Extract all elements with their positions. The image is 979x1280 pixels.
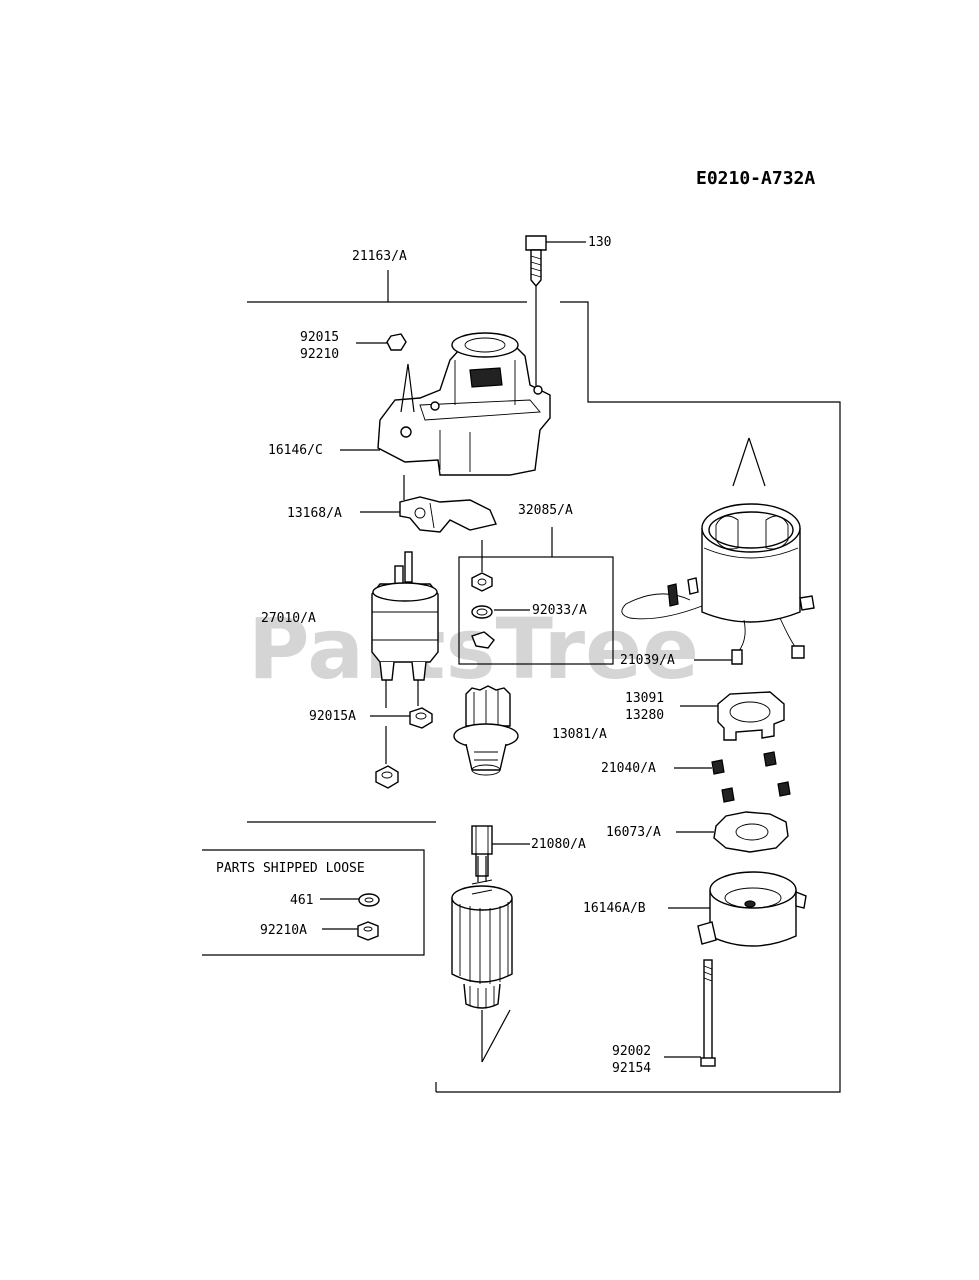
kit-parts-32085 (471, 540, 530, 649)
yoke-21039 (621, 437, 815, 665)
label-92154: 92154 (612, 1061, 651, 1076)
label-13168a: 13168/A (287, 506, 342, 521)
label-92210a: 92210A (260, 923, 307, 938)
lever-13168 (360, 475, 497, 533)
label-16146c: 16146/C (268, 443, 323, 458)
parts-shipped-loose-box: PARTS SHIPPED LOOSE (202, 849, 425, 956)
kit-box-32085 (458, 527, 614, 665)
frame-lines (247, 270, 841, 1093)
parts-box-title: PARTS SHIPPED LOOSE (216, 861, 365, 876)
label-92002: 92002 (612, 1044, 651, 1059)
through-bolt-92002 (664, 959, 716, 1067)
label-130: 130 (588, 235, 611, 250)
label-32085a: 32085/A (518, 503, 573, 518)
plate-16073 (676, 811, 789, 853)
label-13081a: 13081/A (552, 727, 607, 742)
solenoid-27010 (371, 551, 439, 708)
label-21039a: 21039/A (620, 653, 675, 668)
brush-holder-13091 (680, 691, 785, 741)
watermark: PartsTree (248, 600, 699, 698)
label-92210: 92210 (300, 347, 339, 362)
pinion-13081 (453, 685, 519, 776)
label-21163a: 21163/A (352, 249, 407, 264)
label-21040a: 21040/A (601, 761, 656, 776)
armature-21080 (451, 825, 530, 1063)
diagram-code: E0210-A732A (696, 168, 815, 189)
nut-92015a (370, 707, 433, 789)
label-92015a: 92015A (309, 709, 356, 724)
label-461: 461 (290, 893, 313, 908)
label-16146ab: 16146A/B (583, 901, 646, 916)
label-13091: 13091 (625, 691, 664, 706)
label-13280: 13280 (625, 708, 664, 723)
springs-21040 (674, 751, 791, 803)
callout-labels: 130 21163/A 92015 92210 16146/C 13168/A … (260, 235, 675, 1076)
front-housing-21163 (340, 332, 551, 476)
label-21080a: 21080/A (531, 837, 586, 852)
rear-cover-16146ab (668, 871, 807, 947)
label-92033a: 92033/A (532, 603, 587, 618)
label-92015: 92015 (300, 330, 339, 345)
bolt-130 (525, 235, 586, 390)
nut-92015 (356, 333, 415, 413)
label-16073a: 16073/A (606, 825, 661, 840)
loose-nut-92210a (322, 921, 379, 941)
label-27010a: 27010/A (261, 611, 316, 626)
loose-washer-461 (320, 893, 380, 907)
